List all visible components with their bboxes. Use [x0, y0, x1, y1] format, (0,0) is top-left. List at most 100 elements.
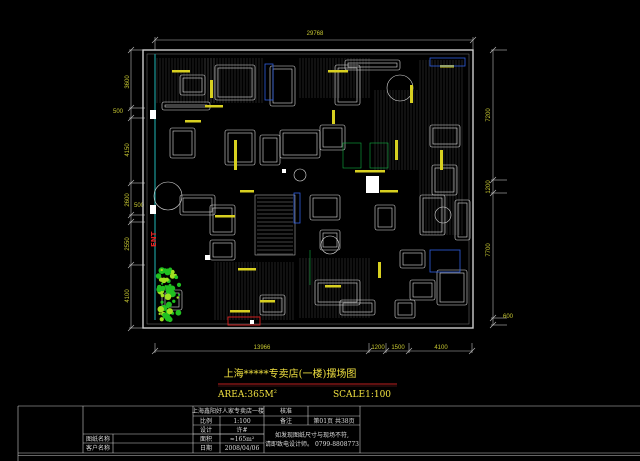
- plant: [168, 283, 172, 287]
- plant: [165, 287, 173, 295]
- furniture-detail: [172, 130, 193, 156]
- dim-right-1: 1200: [486, 180, 492, 194]
- plant: [160, 285, 166, 292]
- plant: [164, 268, 167, 271]
- furniture-detail: [212, 242, 233, 258]
- furniture: [209, 239, 236, 261]
- furniture-label: [395, 140, 398, 160]
- furniture: [224, 129, 256, 166]
- furniture-detail: [422, 197, 443, 233]
- scale-label: SCALE1:100: [333, 390, 391, 400]
- furniture: [334, 64, 361, 106]
- furniture: [399, 249, 426, 269]
- furniture-label: [380, 190, 398, 193]
- note-line-1: 如发现图纸尺寸与现场不符,: [275, 431, 349, 439]
- plant: [176, 296, 179, 299]
- furniture: [209, 204, 236, 236]
- furniture-label: [440, 150, 443, 170]
- furniture: [214, 64, 256, 101]
- furniture: [279, 129, 321, 159]
- display-shelves: [264, 57, 466, 273]
- furniture-detail: [377, 207, 393, 228]
- furniture-detail: [262, 297, 283, 313]
- plant: [169, 273, 176, 279]
- svg-text:ENT: ENT: [150, 231, 158, 247]
- dim-left-6: 4100: [125, 289, 131, 303]
- round-table: [293, 168, 307, 182]
- furniture-detail: [262, 137, 278, 163]
- plant: [158, 312, 161, 316]
- furniture-label: [240, 190, 254, 193]
- plant: [178, 293, 181, 296]
- furniture-detail: [227, 132, 253, 163]
- furniture-detail: [272, 68, 293, 104]
- dim-bottom-3: 4100: [434, 345, 448, 351]
- note-line-2: 请即致电设计师。 0799-8808773: [265, 440, 359, 448]
- furniture-label: [238, 268, 256, 271]
- dim-right-3: 600: [503, 314, 514, 320]
- date-label: 日期: [200, 444, 212, 452]
- round-table: [153, 181, 183, 211]
- plant: [176, 282, 182, 287]
- furniture-label: [260, 300, 275, 303]
- dim-left-2: 4150: [125, 143, 131, 157]
- title-block: [17, 405, 640, 461]
- dim-left-1: 500: [113, 109, 124, 115]
- round-table: [434, 206, 452, 224]
- plant: [160, 300, 164, 304]
- right-dimension: [489, 46, 507, 329]
- furniture-label: [332, 110, 335, 124]
- furniture-detail: [457, 202, 468, 238]
- plant: [161, 282, 164, 285]
- furniture-detail: [439, 272, 465, 303]
- furniture-detail: [212, 207, 233, 233]
- furniture-label: [215, 215, 235, 218]
- furniture-detail: [317, 282, 358, 303]
- furniture-detail: [182, 197, 213, 213]
- area-value: ≈165m²: [230, 436, 255, 443]
- area-label-cell: 面积: [200, 435, 212, 443]
- furniture-label: [230, 310, 250, 313]
- plant: [166, 308, 173, 315]
- furniture-label: [328, 70, 348, 73]
- plant: [164, 293, 172, 301]
- furniture-detail: [434, 167, 455, 193]
- dim-bottom-0: 13966: [254, 345, 271, 351]
- plant: [175, 309, 182, 316]
- furniture-label: [410, 85, 413, 103]
- furniture-detail: [322, 127, 343, 148]
- furniture-detail: [182, 77, 203, 93]
- drawing-title: 上海*****专卖店(一楼)摆场图: [224, 367, 357, 380]
- furniture-label: [172, 70, 190, 73]
- furniture: [169, 127, 196, 159]
- furniture-detail: [397, 302, 413, 316]
- furniture-label: [185, 120, 201, 123]
- scale-label-cell: 比例: [200, 417, 212, 425]
- furniture: [436, 269, 468, 306]
- furniture-label: [234, 140, 237, 170]
- plant: [164, 277, 169, 282]
- furniture-detail: [282, 132, 318, 156]
- plant: [160, 268, 163, 272]
- furniture: [179, 74, 206, 96]
- furniture-label: [205, 105, 223, 108]
- furniture-label: [325, 285, 341, 288]
- plant: [167, 316, 173, 323]
- furniture-label: [378, 262, 381, 278]
- furniture: [419, 194, 446, 236]
- furniture: [374, 204, 396, 231]
- furniture-detail: [322, 232, 338, 248]
- page-number: 第01页 共38页: [313, 417, 354, 425]
- furniture: [259, 294, 286, 316]
- furniture: [429, 124, 461, 148]
- left-dimension-labels: 3600 500 4150 2600 500 2550 4100: [113, 75, 145, 303]
- floor-plan[interactable]: ENT: [142, 49, 474, 329]
- green-cabinets: [309, 142, 389, 285]
- remark-label: 备注: [280, 417, 292, 425]
- plant: [155, 273, 162, 279]
- furniture: [431, 164, 458, 196]
- drawing-name-label: 图纸名称: [86, 435, 110, 443]
- furniture: [269, 65, 296, 107]
- plant: [174, 275, 179, 280]
